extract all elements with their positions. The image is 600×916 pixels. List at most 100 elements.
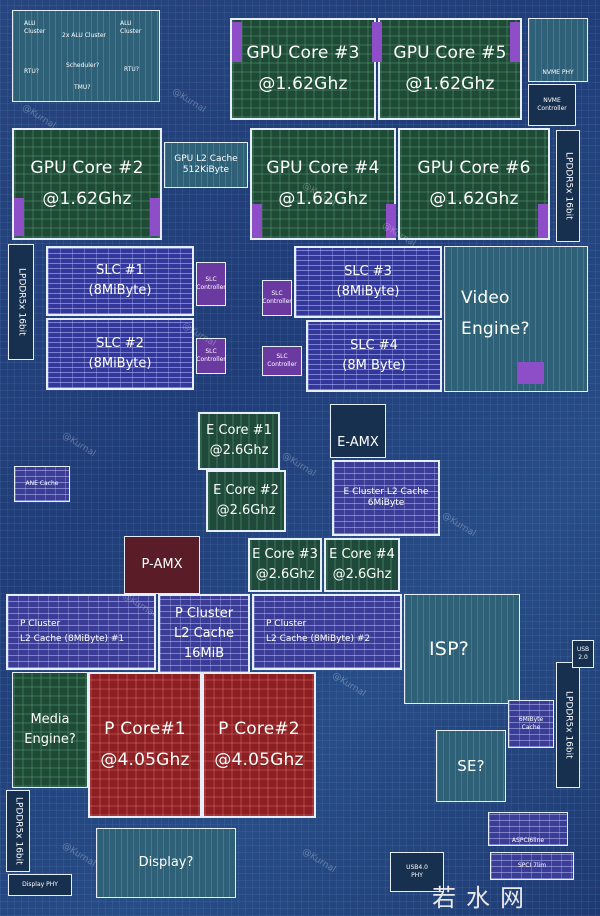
p-cluster-l2-cache-1-label: P Cluster L2 Cache (8MiByte) #1: [20, 619, 125, 644]
gpu-core-3-name: GPU Core #3: [246, 43, 360, 63]
gpu-core-2-freq: @1.62Ghz: [42, 189, 132, 209]
gpu-l2-cache-size: 512KiByte: [182, 165, 230, 175]
slc-3-name: SLC #3: [344, 264, 392, 279]
video-engine-line2: Engine?: [461, 319, 530, 339]
scheduler-label: Scheduler?: [66, 62, 100, 69]
gpu-core-5-freq: @1.62Ghz: [405, 74, 495, 94]
gpu-core-3-freq: @1.62Ghz: [258, 74, 348, 94]
slc-controller-left: SLC Controller: [196, 262, 226, 306]
nvme-controller: NVME Controller: [528, 84, 576, 126]
gpu-core-5: GPU Core #5 @1.62Ghz: [378, 18, 522, 120]
e-core-4-freq: @2.6Ghz: [332, 567, 392, 582]
watermark: @Kurnal: [330, 670, 368, 700]
lpddr-left-bottom-label: LPDDR5x 16bit: [13, 797, 24, 865]
p-core-2: P Core#2 @4.05Ghz: [202, 672, 316, 818]
tmu-label: TMU?: [74, 84, 91, 91]
gpu-core-4-name: GPU Core #4: [266, 158, 380, 178]
watermark: @Kurnal: [440, 510, 478, 540]
alu-cluster-2x: 2x ALU Cluster: [62, 32, 107, 39]
lpddr-right-bottom-label: LPDDR5x 16bit: [563, 691, 574, 759]
lpddr-right-bottom: LPDDR5x 16bit: [556, 662, 580, 788]
watermark: @Kurnal: [300, 846, 338, 876]
isp-label: ISP?: [429, 637, 470, 660]
p-core-2-name: P Core#2: [218, 719, 300, 739]
lpddr-right-top: LPDDR5x 16bit: [556, 130, 580, 242]
media-engine-line2: Engine?: [24, 732, 76, 747]
p-cluster-l2-mid-2: L2 Cache: [173, 626, 235, 641]
e-core-1-freq: @2.6Ghz: [209, 443, 269, 458]
slc-controller-label: SLC Controller: [267, 353, 297, 368]
slc-controller-label: SLC Controller: [196, 276, 226, 291]
p-cluster-l2-mid-1: P Cluster: [174, 606, 234, 621]
aspci-label: ASPCI6line: [511, 837, 545, 844]
slc-4-name: SLC #4: [350, 338, 398, 353]
usb4-phy-label: USB4.0 PHY: [406, 864, 428, 879]
gpu-accent-strip: [14, 198, 24, 236]
e-core-2: E Core #2 @2.6Ghz: [206, 470, 286, 532]
video-accent-block: [518, 362, 544, 384]
e-core-1-name: E Core #1: [206, 423, 272, 438]
gpu-core-4-freq: @1.62Ghz: [278, 189, 368, 209]
slc-controller-label: SLC Controller: [262, 290, 292, 305]
usb-2-0: USB 2.0: [572, 640, 594, 668]
watermark: @Kurnal: [60, 430, 98, 460]
rtu-left-label: RTU?: [24, 68, 39, 75]
video-engine: Video Engine?: [444, 246, 588, 392]
watermark: @Kurnal: [20, 102, 58, 132]
e-core-4: E Core #4 @2.6Ghz: [324, 538, 400, 592]
e-cluster-l2-cache: E Cluster L2 Cache 6MiByte: [332, 460, 440, 536]
slc-controller-right-2: SLC Controller: [262, 346, 302, 376]
lpddr-right-top-label: LPDDR5x 16bit: [563, 152, 574, 220]
site-logo: 若水网: [432, 884, 534, 912]
nvme-phy-label: NVME PHY: [542, 69, 574, 76]
ane-cache-label: ANE Cache: [25, 480, 59, 487]
slc-controller-left-2: SLC Controller: [196, 338, 226, 374]
secure-enclave-label: SE?: [457, 756, 485, 775]
e-cluster-l2-title: E Cluster L2 Cache: [343, 487, 429, 497]
spci-block: SPCI 7lim: [490, 852, 574, 880]
p-cluster-l2-cache-1: P Cluster L2 Cache (8MiByte) #1: [6, 594, 156, 670]
lpddr-left-bottom: LPDDR5x 16bit: [6, 790, 30, 872]
p-amx-label: P-AMX: [141, 557, 183, 572]
alu-cluster-right: ALU Cluster: [120, 20, 142, 35]
nvme-phy: NVME PHY: [528, 18, 588, 82]
e-amx-label: E-AMX: [337, 435, 379, 450]
display-phy: Display PHY: [8, 874, 72, 896]
p-amx: P-AMX: [124, 536, 200, 594]
ane-cache: ANE Cache: [14, 466, 70, 502]
isp: ISP?: [404, 594, 520, 704]
e-core-1: E Core #1 @2.6Ghz: [198, 412, 280, 470]
gpu-core-6-name: GPU Core #6: [417, 158, 531, 178]
display-engine-label: Display?: [138, 855, 194, 870]
media-engine-line1: Media: [30, 712, 70, 727]
gpu-core-2-name: GPU Core #2: [30, 158, 144, 178]
alu-cluster-region: [12, 10, 160, 102]
p-cluster-l2-cache-shared: P Cluster L2 Cache 16MiB: [158, 594, 250, 674]
slc-1-size: (8MiByte): [88, 283, 152, 298]
slc-4-size: (8M Byte): [342, 358, 406, 373]
p-cluster-l2-mid-3: 16MiB: [183, 646, 225, 661]
slc-1: SLC #1 (8MiByte): [46, 246, 194, 316]
e-amx: E-AMX: [330, 404, 386, 458]
gpu-core-4: GPU Core #4 @1.62Ghz: [250, 128, 396, 240]
p-cluster-l2-cache-2: P Cluster L2 Cache (8MiByte) #2: [252, 594, 402, 670]
gpu-accent-strip: [510, 22, 520, 62]
display-engine: Display?: [96, 828, 236, 898]
slc-2-name: SLC #2: [96, 336, 144, 351]
lpddr-left-top: LPDDR5x 16bit: [8, 244, 34, 360]
aspci-block: ASPCI6line: [488, 812, 568, 846]
watermark: @Kurnal: [60, 840, 98, 870]
gpu-accent-strip: [150, 198, 160, 236]
slc-2-size: (8MiByte): [88, 356, 152, 371]
nvme-controller-label: NVME Controller: [537, 97, 567, 112]
e-core-2-freq: @2.6Ghz: [216, 503, 276, 518]
p-core-1-freq: @4.05Ghz: [100, 750, 190, 770]
slc-4: SLC #4 (8M Byte): [306, 320, 442, 392]
p-core-1: P Core#1 @4.05Ghz: [88, 672, 202, 818]
gpu-l2-cache: GPU L2 Cache 512KiByte: [164, 142, 248, 188]
usb4-phy: USB4.0 PHY: [390, 852, 444, 892]
slc-3-size: (8MiByte): [336, 284, 400, 299]
gpu-core-2: GPU Core #2 @1.62Ghz: [12, 128, 162, 240]
e-core-3-freq: @2.6Ghz: [255, 567, 315, 582]
